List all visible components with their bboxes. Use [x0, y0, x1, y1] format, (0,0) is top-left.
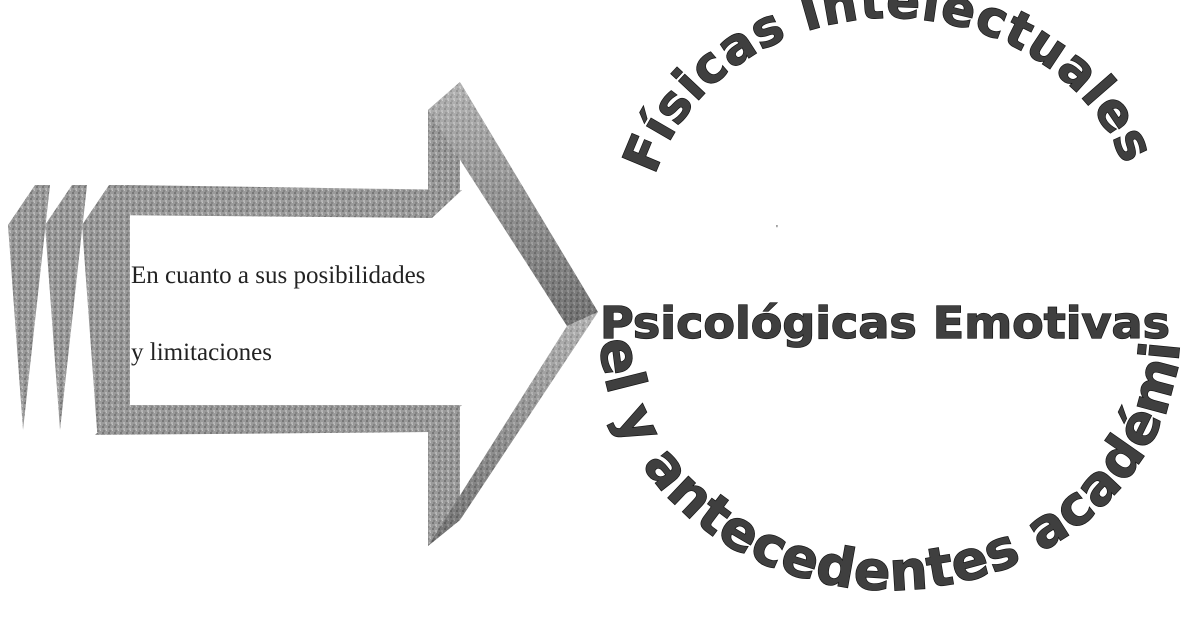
arrow-left-face: [97, 215, 130, 432]
arrow-slab-back: [8, 185, 50, 430]
arrow-bottom-bar: [95, 405, 462, 435]
arrow-slab-middle: [45, 185, 87, 430]
block-arrow: [8, 82, 598, 546]
arrow-text-line-2: y limitaciones: [131, 339, 272, 366]
middle-text: Psicológicas Emotivas: [600, 298, 1170, 349]
top-arc-text: Físicas Intelectuales: [612, 0, 1166, 180]
arrow-top-bar: [95, 185, 462, 218]
wordart-circle: Físicas Intelectuales Psicológicas Emoti…: [0, 0, 1192, 604]
arrow-text-line-1: En cuanto a sus posibilidades: [131, 262, 426, 289]
stray-mark: ': [776, 224, 778, 235]
